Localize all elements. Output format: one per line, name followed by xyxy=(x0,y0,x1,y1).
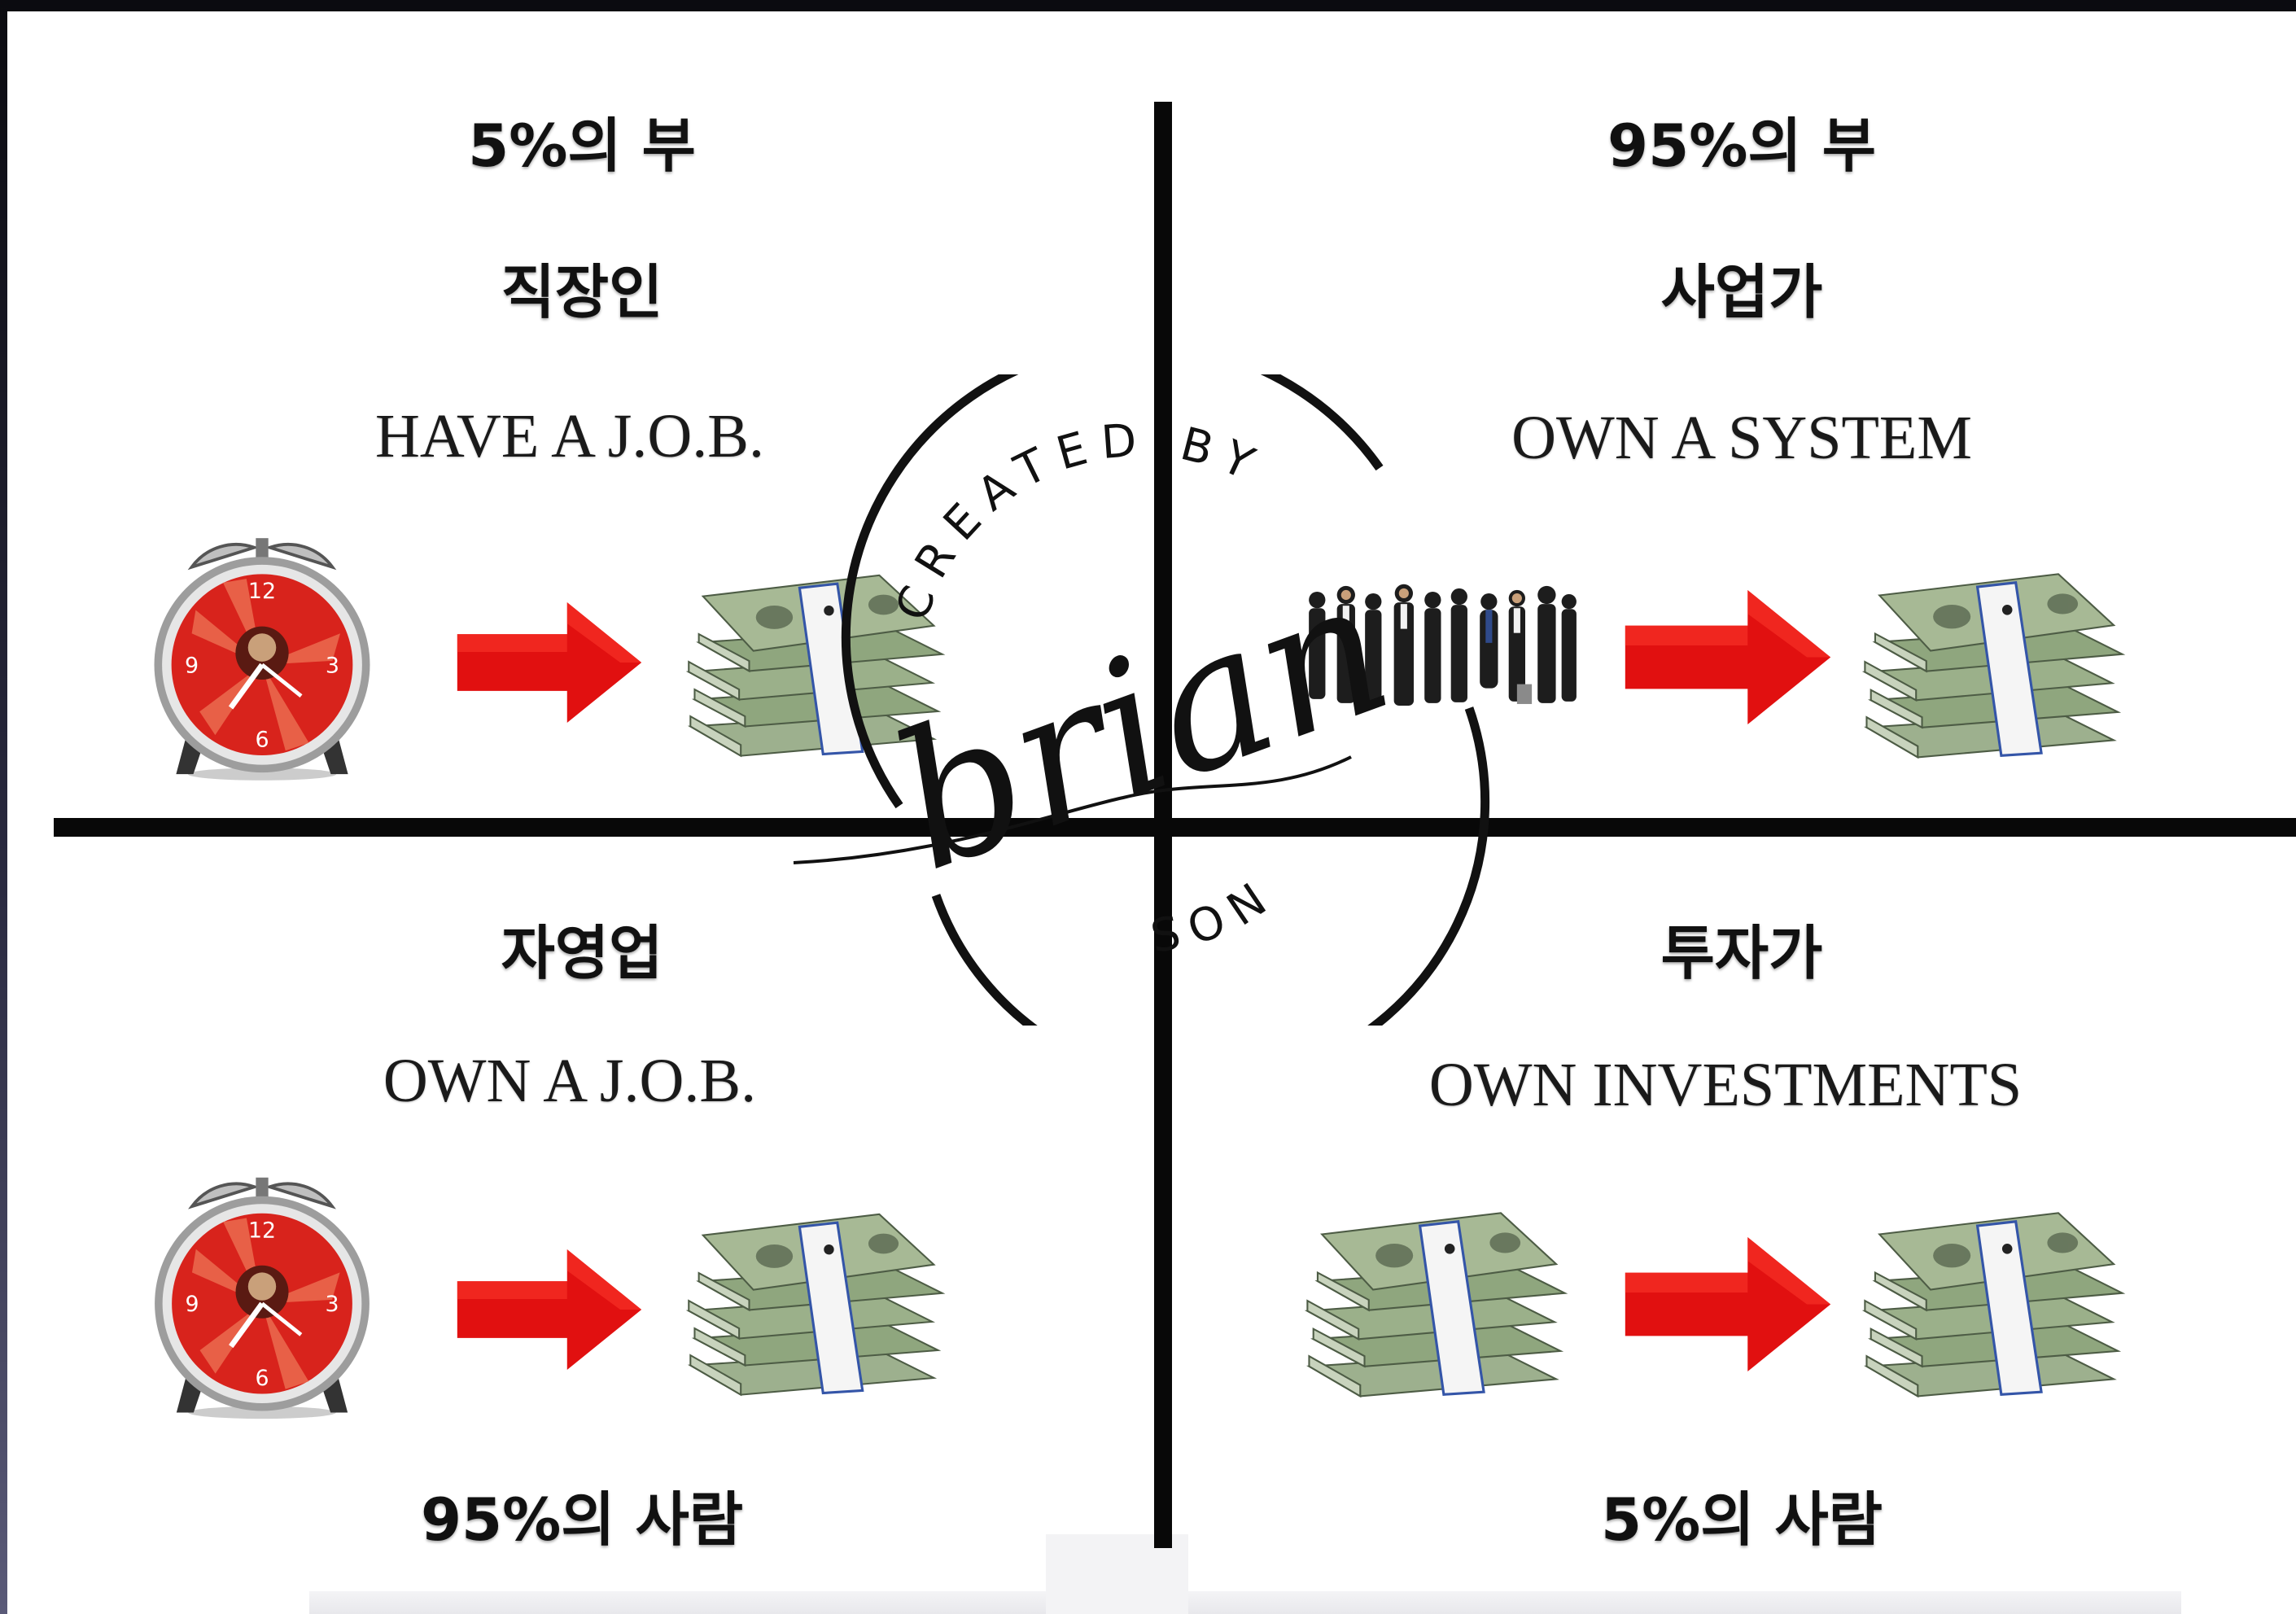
top-right-wealth: 95%의 부 xyxy=(1607,112,1876,180)
bottom-left-caption: OWN A J.O.B. xyxy=(383,1047,757,1115)
left-border xyxy=(0,0,7,1614)
top-left-wealth: 5%의 부 xyxy=(468,112,696,180)
bottom-band xyxy=(309,1591,2181,1614)
red-arrow-icon xyxy=(1622,590,1834,724)
red-arrow-icon xyxy=(444,1249,655,1370)
cash-stack-icon xyxy=(1858,553,2131,765)
top-border xyxy=(0,0,2296,11)
cash-stack-icon xyxy=(1858,1192,2131,1404)
red-arrow-icon xyxy=(1622,1237,1834,1371)
top-right-role: 사업가 xyxy=(1660,258,1823,326)
bottom-right-caption: OWN INVESTMENTS xyxy=(1428,1051,2023,1119)
bottom-left-people: 95%의 사람 xyxy=(420,1485,744,1554)
alarm-clock-icon xyxy=(145,509,379,790)
created-by-watermark: CREATED BY SON brian xyxy=(793,374,1490,1026)
top-left-role: 직장인 xyxy=(501,258,663,326)
bottom-right-role: 투자가 xyxy=(1660,919,1823,987)
alarm-clock-icon xyxy=(145,1156,379,1420)
cash-stack-icon xyxy=(682,1192,951,1404)
watermark-bottom-text: SON xyxy=(1147,866,1287,964)
top-right-caption: OWN A SYSTEM xyxy=(1511,404,1972,472)
red-arrow-icon xyxy=(444,602,655,723)
watermark-script-name: brian xyxy=(869,537,1415,913)
bottom-left-role: 자영업 xyxy=(501,919,663,987)
top-left-caption: HAVE A J.O.B. xyxy=(375,402,764,470)
cash-stack-icon xyxy=(1301,1192,1573,1404)
horizontal-axis xyxy=(54,818,2296,837)
bottom-right-people: 5%의 사람 xyxy=(1600,1485,1883,1554)
